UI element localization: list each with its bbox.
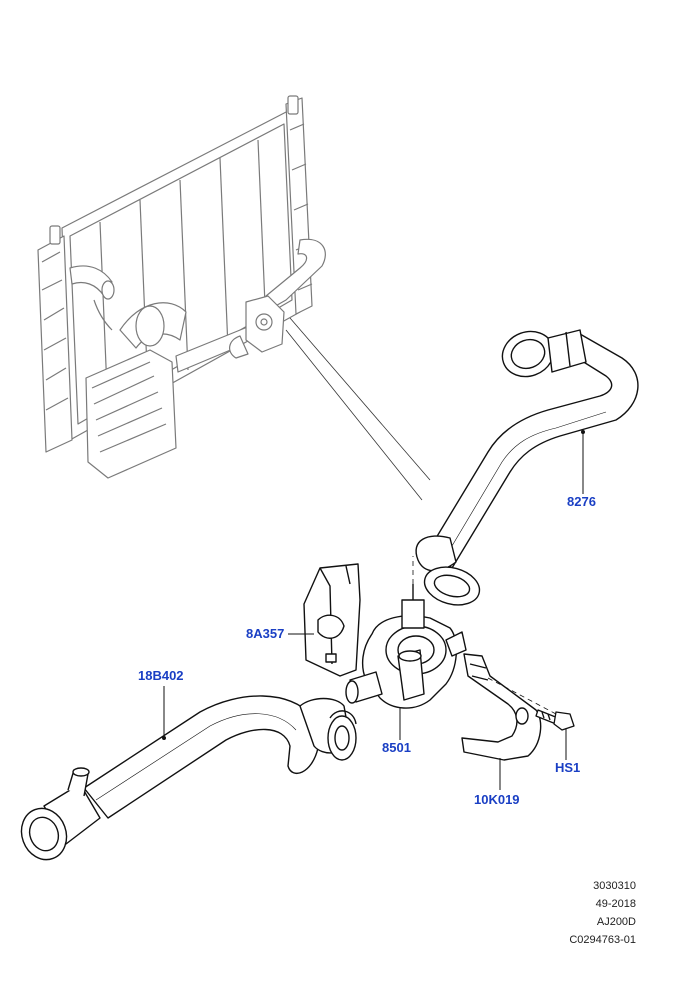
- reference-code-2: 49-2018: [595, 898, 636, 910]
- quick-connector-lower: [20, 767, 101, 861]
- callout-hose-upper: 8276: [567, 494, 596, 509]
- coolant-hose-upper: [415, 329, 639, 606]
- callout-hose-lower: 18B402: [138, 668, 184, 683]
- reference-code-3: AJ200D: [596, 916, 636, 928]
- bolt: [535, 709, 575, 731]
- radiator-assembly: [37, 95, 326, 479]
- pump-bracket: [461, 653, 542, 761]
- mounting-bracket: [303, 563, 361, 677]
- reference-code-1: 3030310: [593, 880, 636, 892]
- coolant-hose-lower: [20, 695, 357, 861]
- callout-pump-bracket: 10K019: [474, 792, 520, 807]
- electric-water-pump: [345, 584, 467, 709]
- assembly-dashed-lines: [412, 556, 557, 715]
- hose-clamp-upper: [415, 535, 481, 606]
- leader-dot-8276: [581, 430, 585, 434]
- callout-pump: 8501: [382, 740, 411, 755]
- detail-leader-lines: [285, 317, 431, 501]
- callout-bracket: 8A357: [246, 626, 285, 641]
- leader-dot-18B402: [162, 736, 166, 740]
- reference-code-4: C0294763-01: [569, 934, 636, 946]
- callout-bolt: HS1: [555, 760, 581, 775]
- quick-connector-upper: [501, 329, 587, 378]
